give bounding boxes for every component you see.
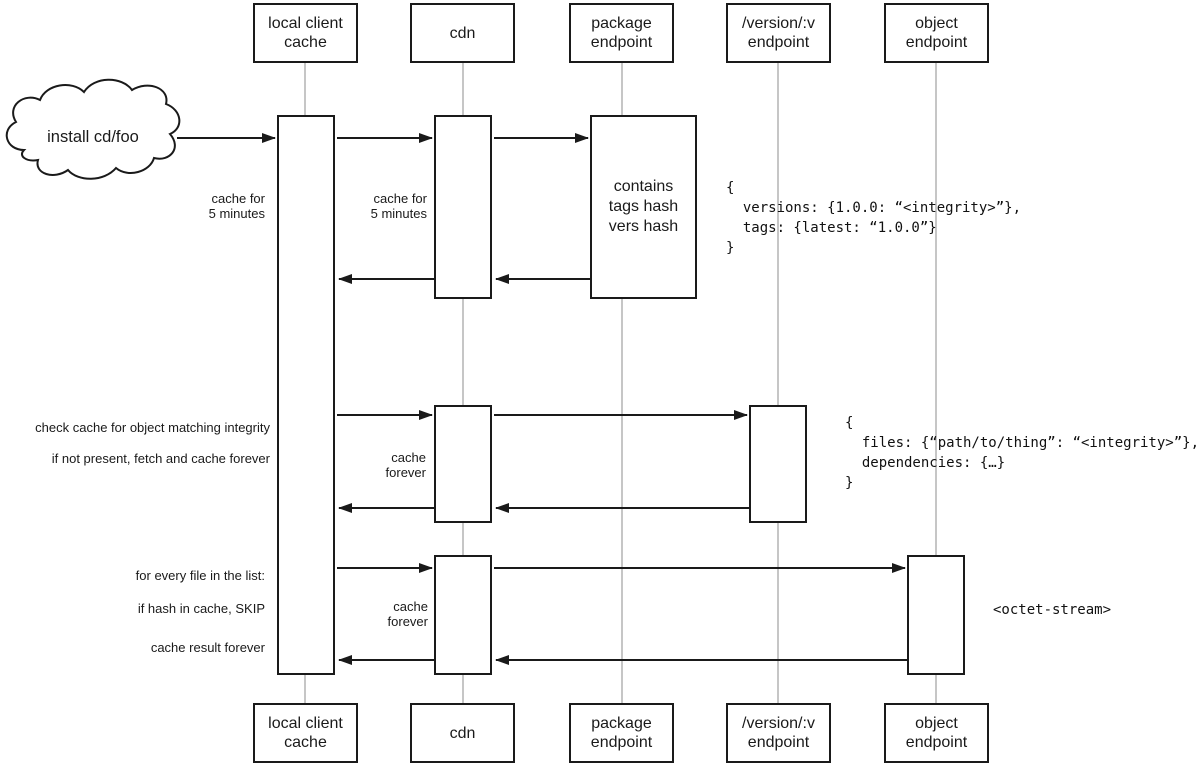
actor-label: object endpoint [905,715,968,751]
activation-cdn-1 [434,115,492,299]
actor-version-endpoint-top: /version/:v endpoint [726,3,831,63]
annotation-cache-5min-cdn: cache for 5 minutes [370,191,427,221]
activation-local-client-cache [277,115,335,675]
actor-label: /version/:v endpoint [742,715,815,751]
messages [177,133,907,665]
actor-label: package endpoint [590,715,653,751]
annotation-cache-forever-mid: cache forever [385,450,426,480]
actor-label: cdn [449,24,476,42]
annotation-cache-5min-local: cache for 5 minutes [208,191,265,221]
actor-label: cdn [449,724,476,742]
actor-package-endpoint-bottom: package endpoint [569,703,674,763]
actor-label: local client cache [268,715,343,751]
annotation-octet-stream: <octet-stream> [993,602,1112,618]
actor-object-endpoint-bottom: object endpoint [884,703,989,763]
activation-object-endpoint [907,555,965,675]
actor-cdn-bottom: cdn [410,703,515,763]
actor-label: /version/:v endpoint [742,15,815,51]
activation-cdn-2 [434,405,492,523]
activation-version-endpoint [749,405,807,523]
actor-object-endpoint-top: object endpoint [884,3,989,63]
actor-cdn-top: cdn [410,3,515,63]
package-contents-note: contains tags hash vers hash [608,178,679,235]
code-version-response: { files: {“path/to/thing”: “<integrity>”… [845,415,1200,491]
annotation-if-not-present: if not present, fetch and cache forever [51,451,270,466]
actor-version-endpoint-bottom: /version/:v endpoint [726,703,831,763]
actor-label: local client cache [268,15,343,51]
annotation-check-cache: check cache for object matching integrit… [35,420,270,435]
actor-label: object endpoint [905,15,968,51]
annotation-if-hash-skip: if hash in cache, SKIP [137,601,265,616]
cloud-shape [5,78,181,180]
cloud-label: install cd/foo [47,128,139,146]
actor-local-client-cache-top: local client cache [253,3,358,63]
code-package-response: { versions: {1.0.0: “<integrity>”}, tags… [726,180,1022,256]
actor-package-endpoint-top: package endpoint [569,3,674,63]
actor-label: package endpoint [590,15,653,51]
annotation-cache-forever-bottom: cache forever [387,599,428,629]
annotation-cache-result: cache result forever [150,640,265,655]
activation-cdn-3 [434,555,492,675]
actor-local-client-cache-bottom: local client cache [253,703,358,763]
activation-package-endpoint: contains tags hash vers hash [590,115,697,299]
annotation-for-every-file: for every file in the list: [135,568,265,583]
